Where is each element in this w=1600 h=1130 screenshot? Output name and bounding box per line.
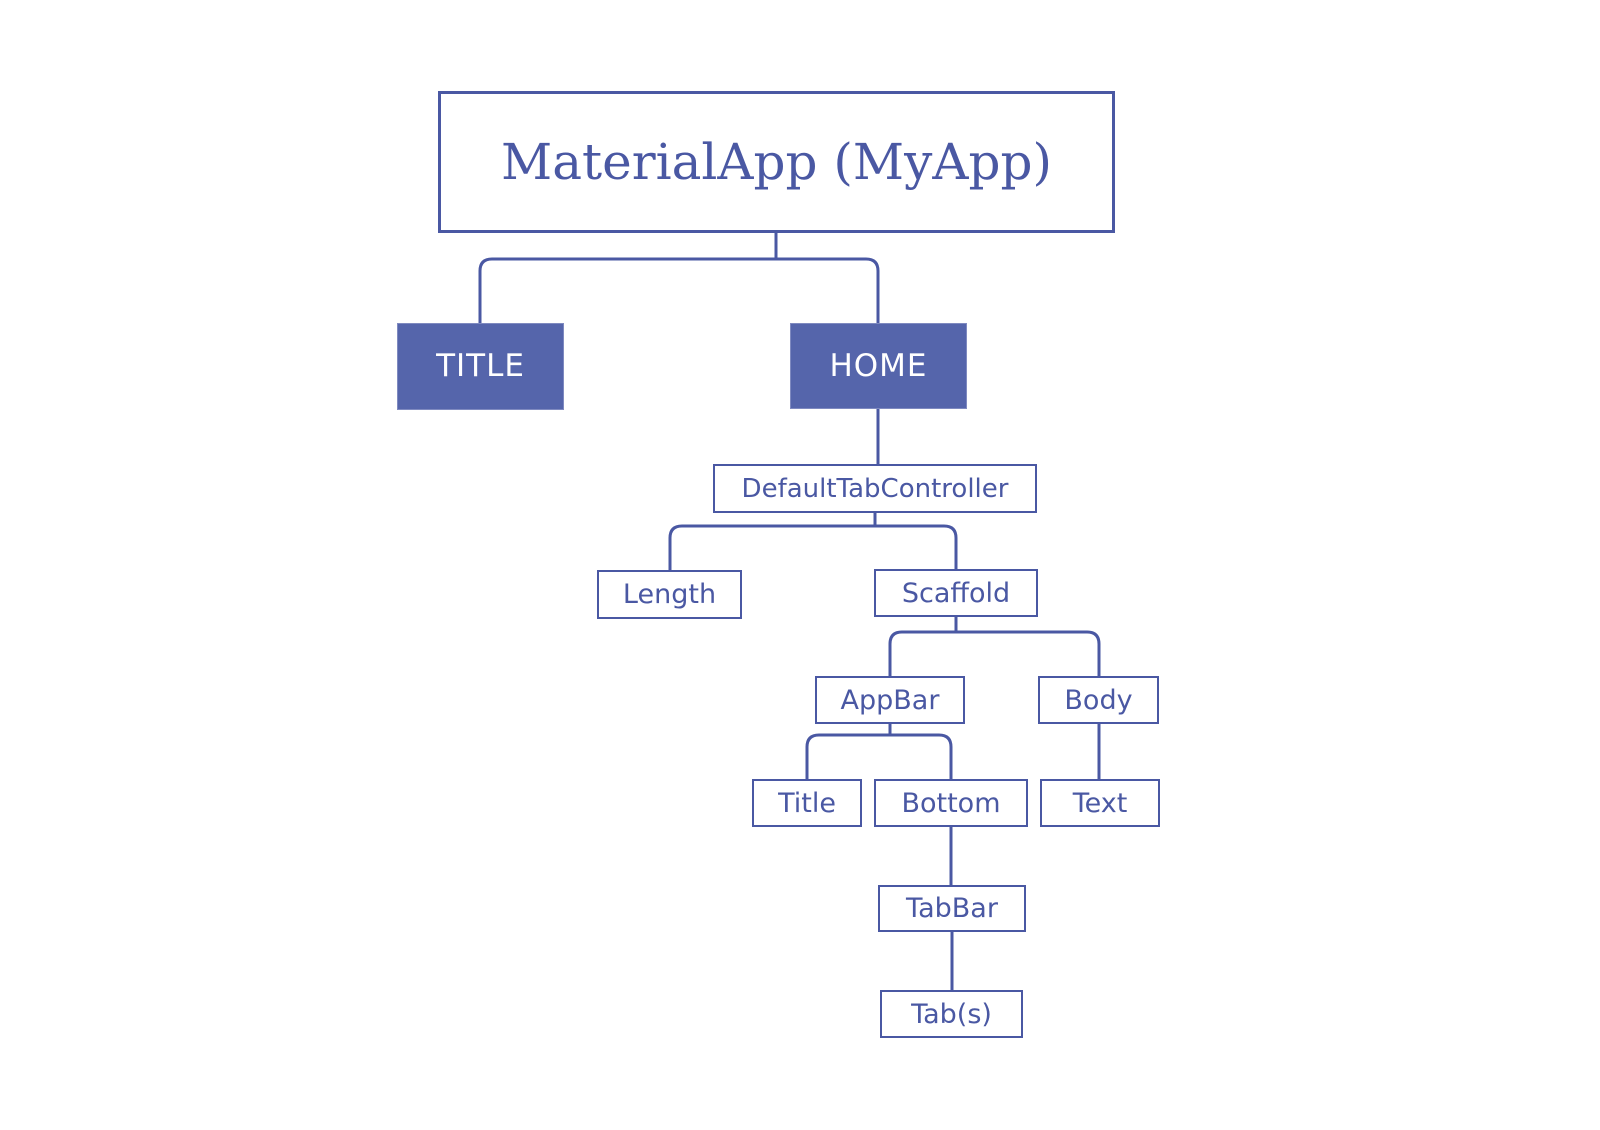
node-text: Text bbox=[1040, 779, 1160, 827]
node-bottom: Bottom bbox=[874, 779, 1028, 827]
node-appbar: AppBar bbox=[815, 676, 965, 724]
connector-dtc-to-length-scaffold bbox=[668, 524, 958, 570]
node-body: Body bbox=[1038, 676, 1159, 724]
node-scaffold: Scaffold bbox=[874, 569, 1038, 617]
node-default-tab-controller: DefaultTabController bbox=[713, 464, 1037, 513]
connector-scaffold-to-appbar-body bbox=[888, 630, 1101, 676]
connector-appbar-to-title-bottom bbox=[805, 733, 953, 779]
node-materialapp-root: MaterialApp (MyApp) bbox=[438, 91, 1115, 233]
connector-root-to-title-home bbox=[478, 257, 880, 323]
node-tabbar: TabBar bbox=[878, 885, 1026, 932]
node-home-property: HOME bbox=[790, 323, 967, 409]
node-appbar-title: Title bbox=[752, 779, 862, 827]
node-tabs: Tab(s) bbox=[880, 990, 1023, 1038]
node-title-property: TITLE bbox=[397, 323, 564, 410]
node-length: Length bbox=[597, 570, 742, 619]
